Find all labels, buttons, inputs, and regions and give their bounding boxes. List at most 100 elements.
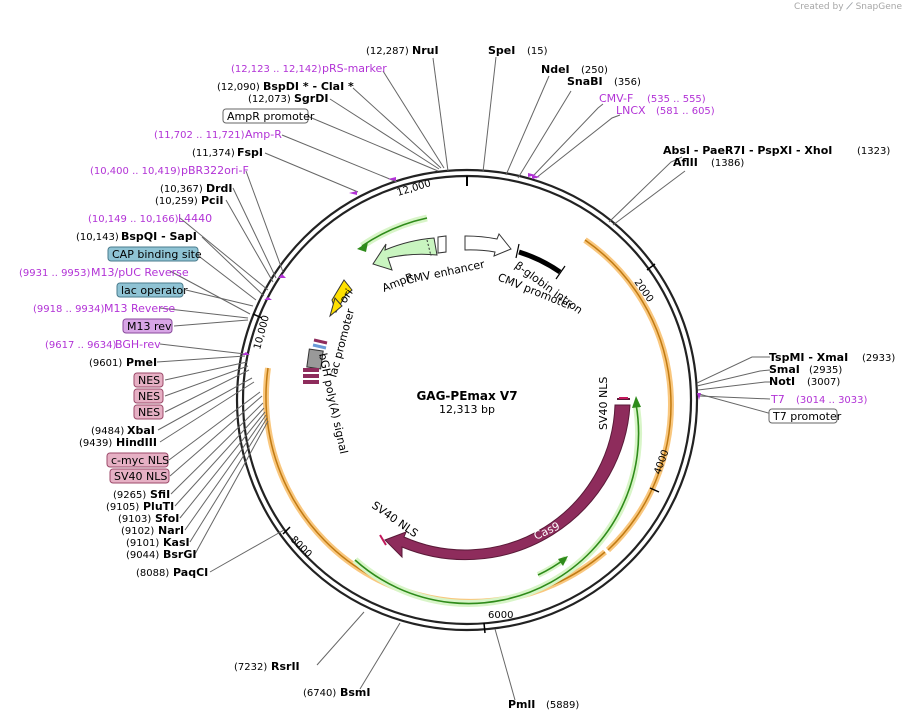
site-number: (9102) <box>121 526 154 537</box>
tick-marks <box>252 176 660 634</box>
site-label[interactable]: SgrDI <box>294 92 328 105</box>
site-number: (1386) <box>711 158 744 169</box>
site-label[interactable]: SfoI <box>155 512 179 525</box>
m13-rev-box[interactable] <box>122 318 173 334</box>
credit-brand: SnapGene <box>855 2 902 12</box>
primer-number: (9617 .. 9634) <box>45 340 117 351</box>
tick-label: 4000 <box>652 448 671 476</box>
primer-number: (9931 .. 9953) <box>19 268 91 279</box>
site-label[interactable]: AflII <box>673 156 698 169</box>
snapgene-logo-icon: ⟋ <box>846 2 853 12</box>
site-label[interactable]: BsmI <box>340 686 371 699</box>
primer-label[interactable]: Amp-R <box>245 128 282 141</box>
nes-label: NES <box>138 406 160 419</box>
site-label[interactable]: BsrGI <box>163 548 196 561</box>
c-myc-nls-box[interactable] <box>106 452 169 468</box>
site-label[interactable]: NarI <box>158 524 184 537</box>
site-label[interactable]: NdeI <box>541 63 570 76</box>
cas9-feature[interactable] <box>384 398 631 561</box>
site-label[interactable]: DrdI <box>206 182 233 195</box>
site-label[interactable]: RsrII <box>271 660 300 673</box>
site-number: (2933) <box>862 353 895 364</box>
site-label[interactable]: NruI <box>412 44 439 57</box>
site-number: (356) <box>614 77 641 88</box>
orange-feature-arcs <box>263 237 674 605</box>
site-label[interactable]: SpeI <box>488 44 515 57</box>
map-title: GAG-PEmax V7 12,313 bp <box>416 389 517 416</box>
site-number: (9439) <box>79 438 112 449</box>
site-number: (3007) <box>807 377 840 388</box>
primer-label[interactable]: pBR322ori-F <box>181 164 249 177</box>
primer-label[interactable]: BGH-rev <box>115 338 161 351</box>
primer-number: (535 .. 555) <box>647 94 706 105</box>
t7-promoter-label: T7 promoter <box>772 410 842 423</box>
cas9-label: Cas9 <box>532 519 562 542</box>
site-label[interactable]: SmaI <box>769 363 800 376</box>
site-label[interactable]: PmeI <box>126 356 157 369</box>
cap-binding-site-box[interactable] <box>107 246 199 262</box>
primer-label[interactable]: LNCX <box>616 104 646 117</box>
primer-number: (581 .. 605) <box>656 106 715 117</box>
green-feature-arcs <box>352 214 643 607</box>
right-primer-labels: CMV-F (535 .. 555) LNCX (581 .. 605) T7 … <box>599 92 868 424</box>
site-number: (10,259) <box>155 196 198 207</box>
site-number: (9044) <box>126 550 159 561</box>
primer-number: (10,149 .. 10,166) <box>88 214 179 225</box>
site-label[interactable]: PmlI <box>508 698 535 711</box>
left-feature-boxes: AmpR promoter CAP binding site lac opera… <box>106 108 315 484</box>
site-number: (5889) <box>546 700 579 711</box>
primer-markers <box>242 173 701 400</box>
primer-number: (10,400 .. 10,419) <box>90 166 181 177</box>
site-number: (9103) <box>118 514 151 525</box>
primer-label[interactable]: M13 Reverse <box>104 302 175 315</box>
primer-number: (11,702 .. 11,721) <box>154 130 245 141</box>
site-label[interactable]: XbaI <box>127 424 155 437</box>
site-label[interactable]: SfiI <box>150 488 170 501</box>
site-number: (9484) <box>91 426 124 437</box>
site-label[interactable]: PciI <box>201 194 223 207</box>
site-label[interactable]: HindIII <box>116 436 157 449</box>
site-label[interactable]: NotI <box>769 375 795 388</box>
site-label[interactable]: PaqCI <box>173 566 208 579</box>
sv40-nls-inner-label: SV40 NLS <box>597 377 610 430</box>
right-site-labels: (12,287) NruI SpeI (15) NdeI (250) SnaBI… <box>234 44 895 711</box>
inner-features <box>303 233 628 546</box>
site-number: (10,143) <box>76 232 119 243</box>
site-label[interactable]: SnaBI <box>567 75 603 88</box>
primer-number: (9918 .. 9934) <box>33 304 105 315</box>
site-label[interactable]: TspMI - XmaI <box>769 351 848 364</box>
nes-box[interactable] <box>133 372 164 388</box>
site-number: (9601) <box>89 358 122 369</box>
cmv-enhancer-label: CMV enhancer <box>405 257 486 286</box>
t7-promoter-box[interactable] <box>768 408 838 424</box>
ampr-promoter-label: AmpR promoter <box>227 110 315 123</box>
site-number: (12,090) <box>217 82 260 93</box>
site-label[interactable]: AbsI - PaeR7I - PspXI - XhoI <box>663 144 832 157</box>
primer-label[interactable]: pRS-marker <box>322 62 387 75</box>
site-number: (10,367) <box>160 184 203 195</box>
primer-label[interactable]: M13/pUC Reverse <box>91 266 189 279</box>
site-label[interactable]: KasI <box>163 536 190 549</box>
m13-rev-label: M13 rev <box>127 320 172 333</box>
sv40-nls-box[interactable] <box>109 468 170 484</box>
left-primer-labels: (12,123 .. 12,142) pRS-marker (11,702 ..… <box>19 62 387 351</box>
site-label[interactable]: PluTI <box>143 500 174 513</box>
sv40-nls-label: SV40 NLS <box>114 470 167 483</box>
ampr-promoter-box[interactable] <box>222 108 309 124</box>
primer-label[interactable]: L4440 <box>178 212 212 225</box>
plasmid-name: GAG-PEmax V7 <box>416 389 517 403</box>
primer-label[interactable]: CMV-F <box>599 92 633 105</box>
site-label[interactable]: BspDI * - ClaI * <box>263 80 354 93</box>
site-number: (12,073) <box>248 94 291 105</box>
cap-binding-site-label: CAP binding site <box>112 248 202 261</box>
site-label[interactable]: BspQI - SapI <box>121 230 197 243</box>
sv40-nls-bottom-label: SV40 NLS <box>369 499 420 540</box>
credit-text: Created by <box>794 2 844 12</box>
nes-box[interactable] <box>133 388 164 404</box>
site-label[interactable]: FspI <box>237 146 263 159</box>
primer-label[interactable]: T7 <box>770 393 785 406</box>
tick-label: 10,000 <box>252 314 272 351</box>
nes-box[interactable] <box>133 404 164 420</box>
lac-operator-box[interactable] <box>116 282 184 298</box>
